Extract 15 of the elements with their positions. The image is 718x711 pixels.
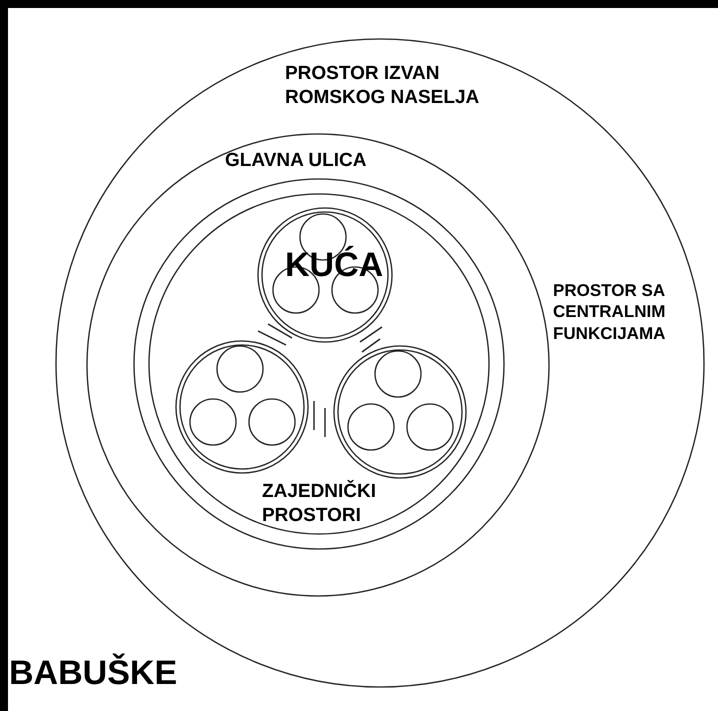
common-space-ring — [133, 178, 505, 550]
zone-label: GLAVNA ULICA — [225, 149, 368, 173]
small-circle — [406, 403, 454, 451]
house-circle — [175, 340, 309, 474]
zone-label: PROSTOR IZVAN ROMSKOG NASELJA — [285, 62, 480, 110]
small-circle — [216, 345, 264, 393]
street-zone-circle — [86, 133, 550, 597]
small-circle — [248, 398, 296, 446]
zone-label: ZAJEDNIČKI PROSTORI — [262, 480, 378, 528]
house-circle — [333, 345, 467, 479]
zone-label: PROSTOR SA CENTRALNIM FUNKCIJAMA — [553, 280, 666, 344]
title: BABUŠKE — [9, 652, 178, 694]
small-circle — [374, 350, 422, 398]
small-circle — [347, 403, 395, 451]
small-circle — [189, 398, 237, 446]
